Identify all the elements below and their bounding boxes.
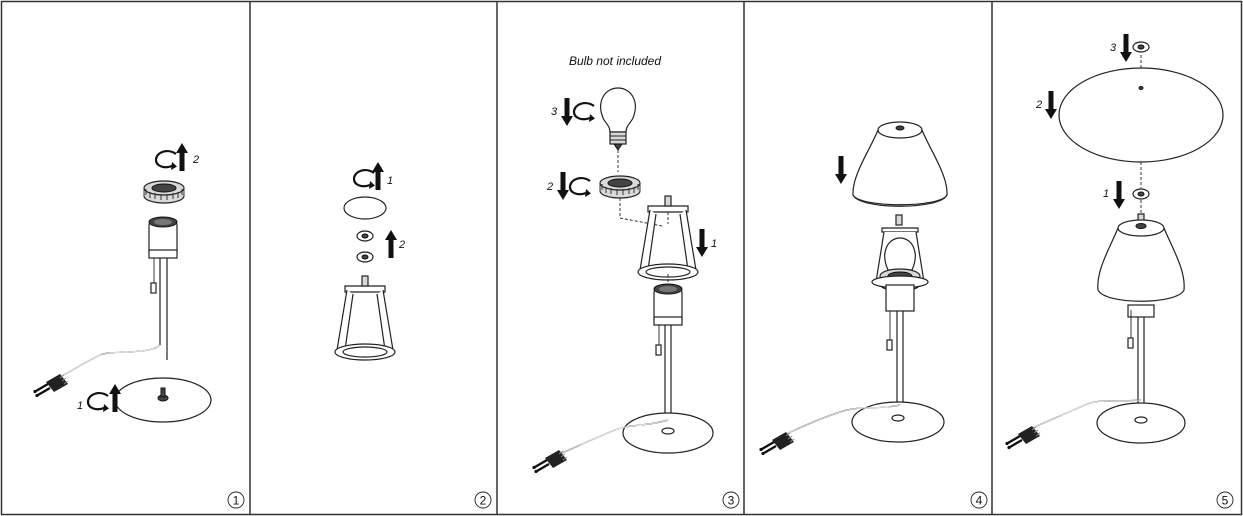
glass-disc (343, 196, 387, 220)
step-number: 4 (976, 494, 983, 508)
down-arrow-icon (1120, 34, 1132, 62)
step-label-2: 2 (398, 239, 405, 251)
bulb-caption: Bulb not included (569, 54, 661, 68)
step-label-1: 1 (711, 238, 717, 250)
lamp-stem (1137, 317, 1145, 413)
power-cable (57, 344, 161, 379)
socket-holder (653, 283, 683, 326)
down-arrow-icon (835, 156, 847, 184)
lamp-stem (664, 325, 672, 425)
up-arrow-icon (385, 230, 397, 258)
plug-icon (32, 372, 70, 399)
plug-icon (758, 430, 796, 457)
down-arrow-icon (696, 229, 708, 257)
step-number: 2 (480, 494, 487, 508)
step-number-circle (474, 491, 492, 509)
socket-holder (1127, 304, 1155, 318)
lamp-stem (896, 311, 904, 412)
step-label-3: 3 (1110, 42, 1117, 54)
rotate-arrow-icon (572, 102, 597, 124)
socket-holder (148, 216, 178, 259)
lamp-shade (1097, 213, 1185, 302)
down-arrow-icon (1045, 91, 1057, 119)
rotate-arrow-icon (86, 392, 111, 414)
step-number: 5 (1222, 494, 1229, 508)
washer (356, 230, 374, 242)
light-bulb (600, 87, 636, 151)
step-number: 1 (233, 494, 240, 508)
panel-1: 2 1 1 (32, 143, 245, 509)
washer (1132, 188, 1150, 200)
rotate-arrow-icon (352, 169, 377, 191)
panel-2: 1 2 2 (334, 162, 492, 509)
up-arrow-icon (176, 143, 188, 171)
panel-5: 3 2 1 5 (1004, 34, 1234, 509)
lamp-shade (852, 121, 948, 207)
socket-holder (885, 284, 915, 312)
step-number-circle (227, 491, 245, 509)
rotate-arrow-icon (568, 177, 593, 199)
lamp-frame (334, 275, 396, 361)
lamp-base (851, 401, 945, 443)
step-label-2: 2 (192, 154, 199, 166)
ring-nut (599, 175, 641, 199)
step-label-1: 1 (387, 175, 393, 187)
disc-shade (1058, 67, 1224, 163)
lamp-frame (637, 195, 699, 281)
plug-icon (1004, 424, 1042, 451)
down-arrow-icon (1113, 181, 1125, 209)
down-arrow-icon (561, 98, 573, 126)
step-label-1: 1 (77, 400, 83, 412)
washer (356, 251, 374, 263)
down-arrow-icon (557, 172, 569, 200)
ring-nut (143, 180, 185, 204)
panel-3: Bulb not included 3 2 1 (531, 54, 740, 509)
step-number-circle (970, 491, 988, 509)
step-number: 3 (728, 494, 735, 508)
washer (1132, 41, 1150, 53)
step-label-2: 2 (546, 181, 553, 193)
step-number-circle (1216, 491, 1234, 509)
step-label-1: 1 (1103, 188, 1109, 200)
step-number-circle (722, 491, 740, 509)
rotate-arrow-icon (154, 150, 179, 172)
step-label-3: 3 (551, 106, 558, 118)
step-label-2: 2 (1035, 99, 1042, 111)
panel-4: 4 (758, 121, 988, 509)
